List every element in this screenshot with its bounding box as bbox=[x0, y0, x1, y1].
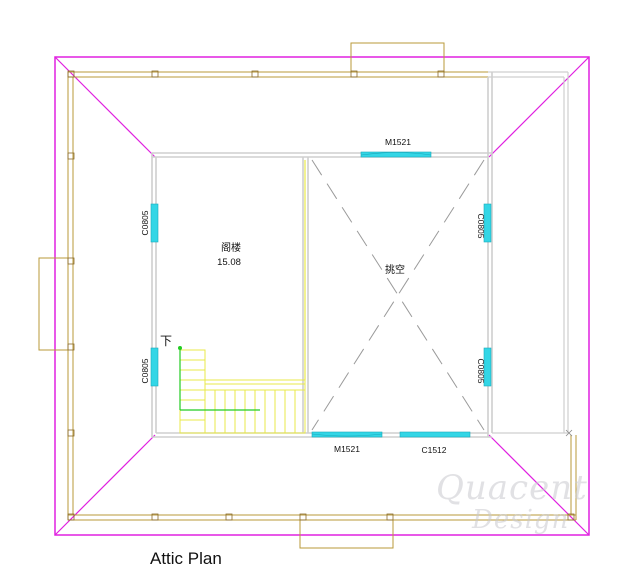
right-extension bbox=[488, 71, 569, 434]
door-bottom bbox=[311, 431, 383, 438]
attic-room-area: 15.08 bbox=[217, 257, 241, 268]
window-right-upper-label: C0805 bbox=[476, 213, 486, 238]
corner-cross-mark bbox=[565, 429, 573, 437]
window-left-lower-label: C0805 bbox=[140, 358, 150, 383]
window-right-lower-label: C0805 bbox=[476, 358, 486, 383]
opening-arcs bbox=[311, 152, 432, 437]
plan-caption: Attic Plan bbox=[150, 549, 222, 568]
window-right-lower bbox=[483, 347, 492, 387]
roof-hip-lines bbox=[54, 56, 590, 536]
watermark-line-2: Design bbox=[472, 505, 570, 535]
door-bottom-label: M1521 bbox=[334, 444, 360, 454]
stair-arrow-start bbox=[178, 346, 182, 350]
window-left-upper-label: C0805 bbox=[140, 210, 150, 235]
void-room-name: 挑空 bbox=[385, 263, 405, 276]
watermark-line-1: Quacent bbox=[436, 468, 588, 508]
window-left-upper bbox=[150, 203, 159, 243]
roof-outline bbox=[54, 56, 590, 536]
walls bbox=[151, 72, 493, 438]
door-top bbox=[360, 151, 432, 158]
window-right-upper bbox=[483, 203, 492, 243]
beam-posts bbox=[67, 70, 575, 521]
attic-room-name: 阁楼 bbox=[221, 241, 241, 254]
stair bbox=[179, 349, 306, 434]
void-cross bbox=[311, 159, 485, 431]
stair-arrow bbox=[179, 348, 260, 411]
window-left-lower bbox=[150, 347, 159, 387]
window-bottom bbox=[399, 431, 471, 438]
stair-down-label: 下 bbox=[160, 334, 172, 348]
window-bottom-label: C1512 bbox=[421, 445, 446, 455]
door-top-label: M1521 bbox=[385, 137, 411, 147]
